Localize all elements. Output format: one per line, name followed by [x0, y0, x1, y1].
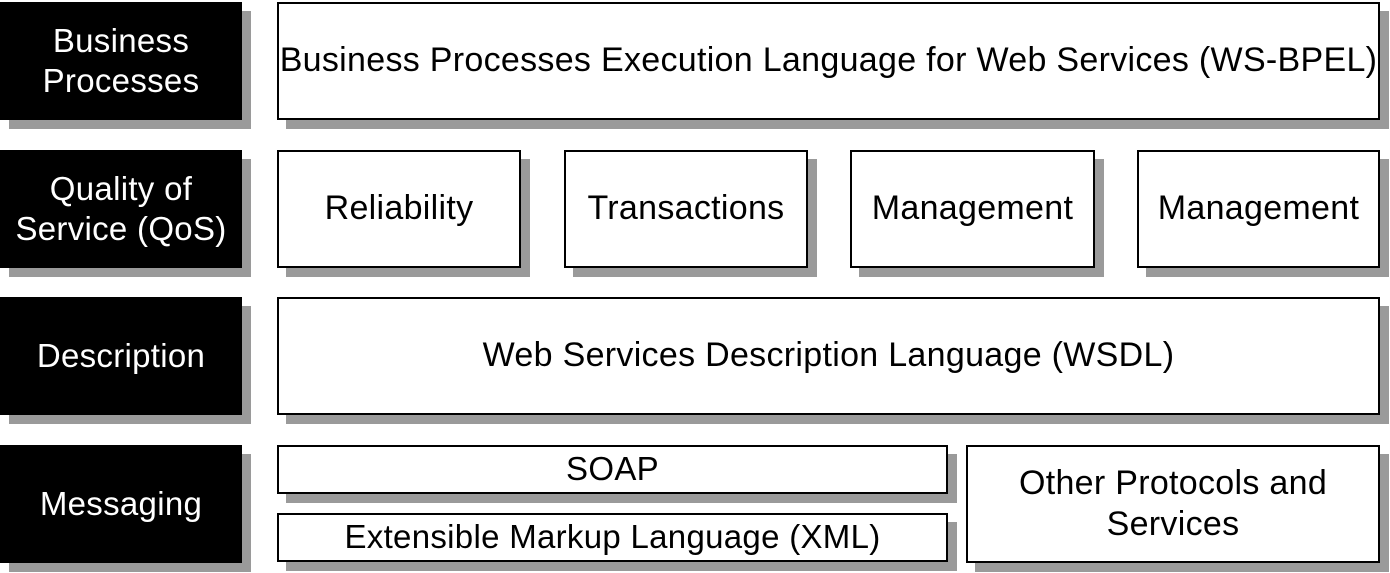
ws-bpel-text: Business Processes Execution Language fo… — [279, 41, 1378, 80]
management-text-1: Management — [871, 189, 1074, 228]
layer-label-text: Messaging — [39, 484, 203, 522]
layer-label-qos: Quality of Service (QoS) — [0, 150, 242, 268]
wsdl-box: Web Services Description Language (WSDL) — [277, 297, 1380, 415]
ws-bpel-box: Business Processes Execution Language fo… — [277, 2, 1380, 120]
transactions-text: Transactions — [587, 189, 785, 228]
soap-text: SOAP — [566, 450, 659, 488]
reliability-text: Reliability — [324, 189, 474, 228]
layer-label-text: Business Processes — [42, 21, 200, 99]
layer-label-messaging: Messaging — [0, 445, 242, 563]
other-protocols-text: Other Protocols and Services — [1018, 463, 1328, 543]
management-text-2: Management — [1157, 189, 1360, 228]
layer-label-description: Description — [0, 297, 242, 415]
layer-label-text: Quality of Service (QoS) — [15, 169, 227, 247]
management-box-2: Management — [1137, 150, 1380, 268]
other-protocols-box: Other Protocols and Services — [966, 445, 1380, 563]
wsdl-text: Web Services Description Language (WSDL) — [482, 336, 1175, 375]
transactions-box: Transactions — [564, 150, 808, 268]
xml-box: Extensible Markup Language (XML) — [277, 513, 948, 562]
management-box-1: Management — [850, 150, 1095, 268]
layer-label-business-processes: Business Processes — [0, 2, 242, 120]
reliability-box: Reliability — [277, 150, 521, 268]
soap-box: SOAP — [277, 445, 948, 494]
xml-text: Extensible Markup Language (XML) — [344, 518, 881, 556]
layer-label-text: Description — [36, 336, 206, 374]
